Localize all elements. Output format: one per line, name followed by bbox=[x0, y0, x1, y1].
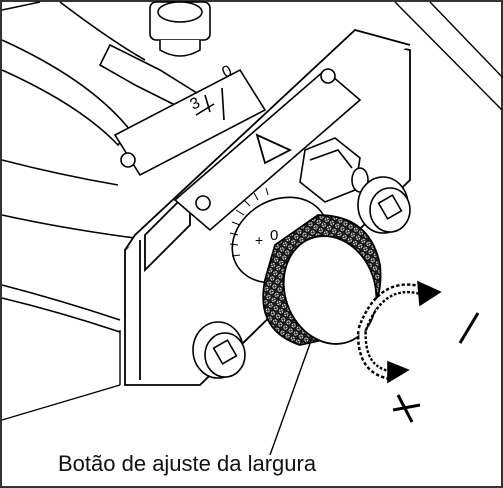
rotation-arrow-icon bbox=[356, 280, 442, 384]
minus-direction-symbol bbox=[458, 312, 480, 344]
leader-line bbox=[269, 337, 313, 456]
top-bolt bbox=[98, 1, 211, 111]
rail-lines bbox=[1, 1, 503, 421]
socket-screw-right bbox=[357, 176, 411, 234]
socket-screw-left bbox=[192, 321, 246, 379]
arrow-triangle-icon bbox=[255, 133, 293, 165]
dial-plus-label: + bbox=[255, 232, 263, 248]
dial-zero-label: 0 bbox=[270, 227, 278, 244]
plus-direction-symbol bbox=[392, 394, 421, 423]
caption-width-adjust-knob: Botão de ajuste da largura bbox=[58, 451, 317, 476]
knurled-knob-icon bbox=[262, 214, 382, 346]
scale-plate: 3 0 bbox=[113, 62, 267, 177]
